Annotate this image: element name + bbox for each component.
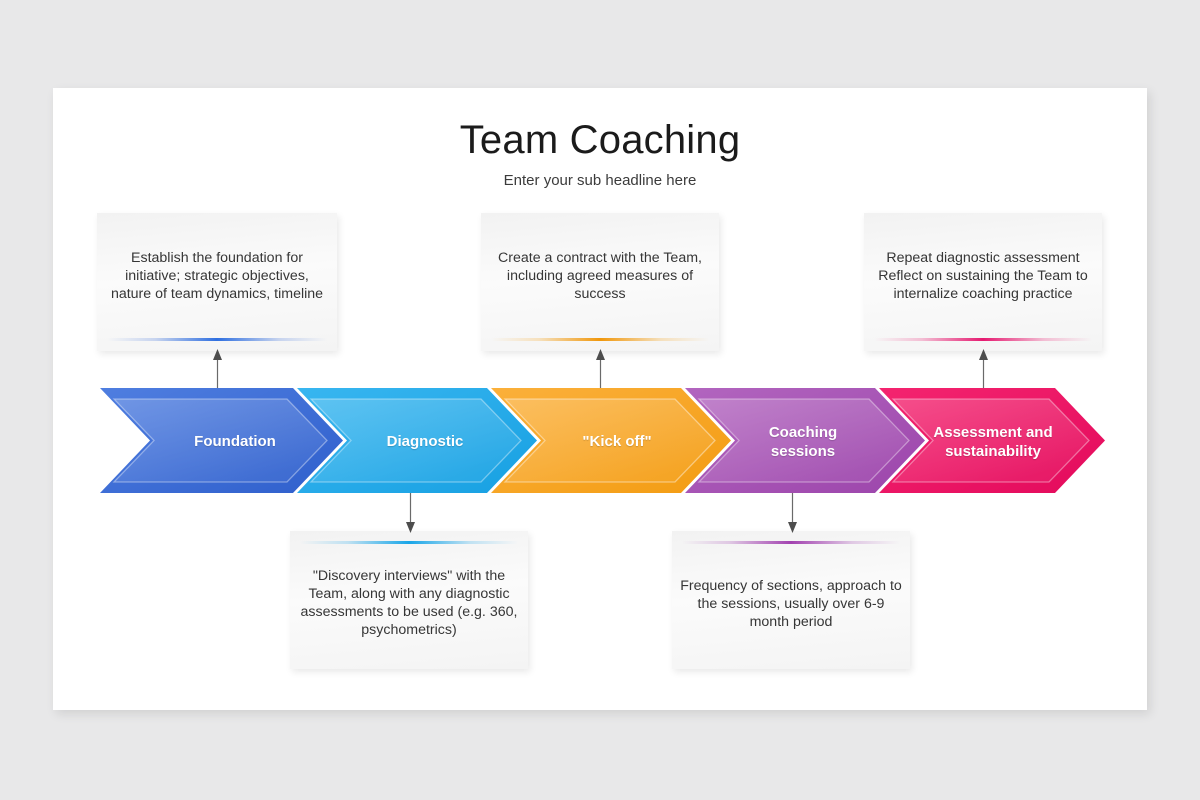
accent-bar-coaching [681, 541, 901, 544]
accent-bar-assessment [873, 338, 1093, 341]
connector-arrow-diagnostic [404, 493, 417, 533]
connector-arrow-assessment [977, 349, 990, 389]
callout-text-kickoff: Create a contract with the Team, includi… [498, 250, 702, 302]
callout-box-coaching[interactable]: Frequency of sections, approach to the s… [672, 531, 910, 669]
chevron-kickoff [491, 388, 731, 493]
chevron-coaching [685, 388, 925, 493]
connector-arrow-kickoff [594, 349, 607, 389]
callout-box-diagnostic[interactable]: "Discovery interviews" with the Team, al… [290, 531, 528, 669]
chevron-assessment [879, 388, 1105, 493]
accent-bar-kickoff [490, 338, 710, 341]
page-subtitle: Enter your sub headline here [503, 172, 697, 189]
accent-bar-diagnostic [299, 541, 519, 544]
chevron-foundation [100, 388, 343, 493]
callout-text-assessment: Repeat diagnostic assessment Reflect on … [878, 250, 1088, 302]
chevron-diagnostic [297, 388, 537, 493]
callout-box-foundation[interactable]: Establish the foundation for initiative;… [97, 213, 337, 351]
connector-arrow-coaching [786, 493, 799, 533]
callout-text-coaching: Frequency of sections, approach to the s… [680, 578, 902, 630]
process-chevron-bar [100, 388, 1105, 493]
page-title: Team Coaching [459, 118, 741, 162]
callout-box-assessment[interactable]: Repeat diagnostic assessment Reflect on … [864, 213, 1102, 351]
accent-bar-foundation [106, 338, 328, 341]
callout-text-diagnostic: "Discovery interviews" with the Team, al… [300, 568, 518, 638]
callout-text-foundation: Establish the foundation for initiative;… [110, 250, 324, 302]
callout-box-kickoff[interactable]: Create a contract with the Team, includi… [481, 213, 719, 351]
connector-arrow-foundation [211, 349, 224, 389]
